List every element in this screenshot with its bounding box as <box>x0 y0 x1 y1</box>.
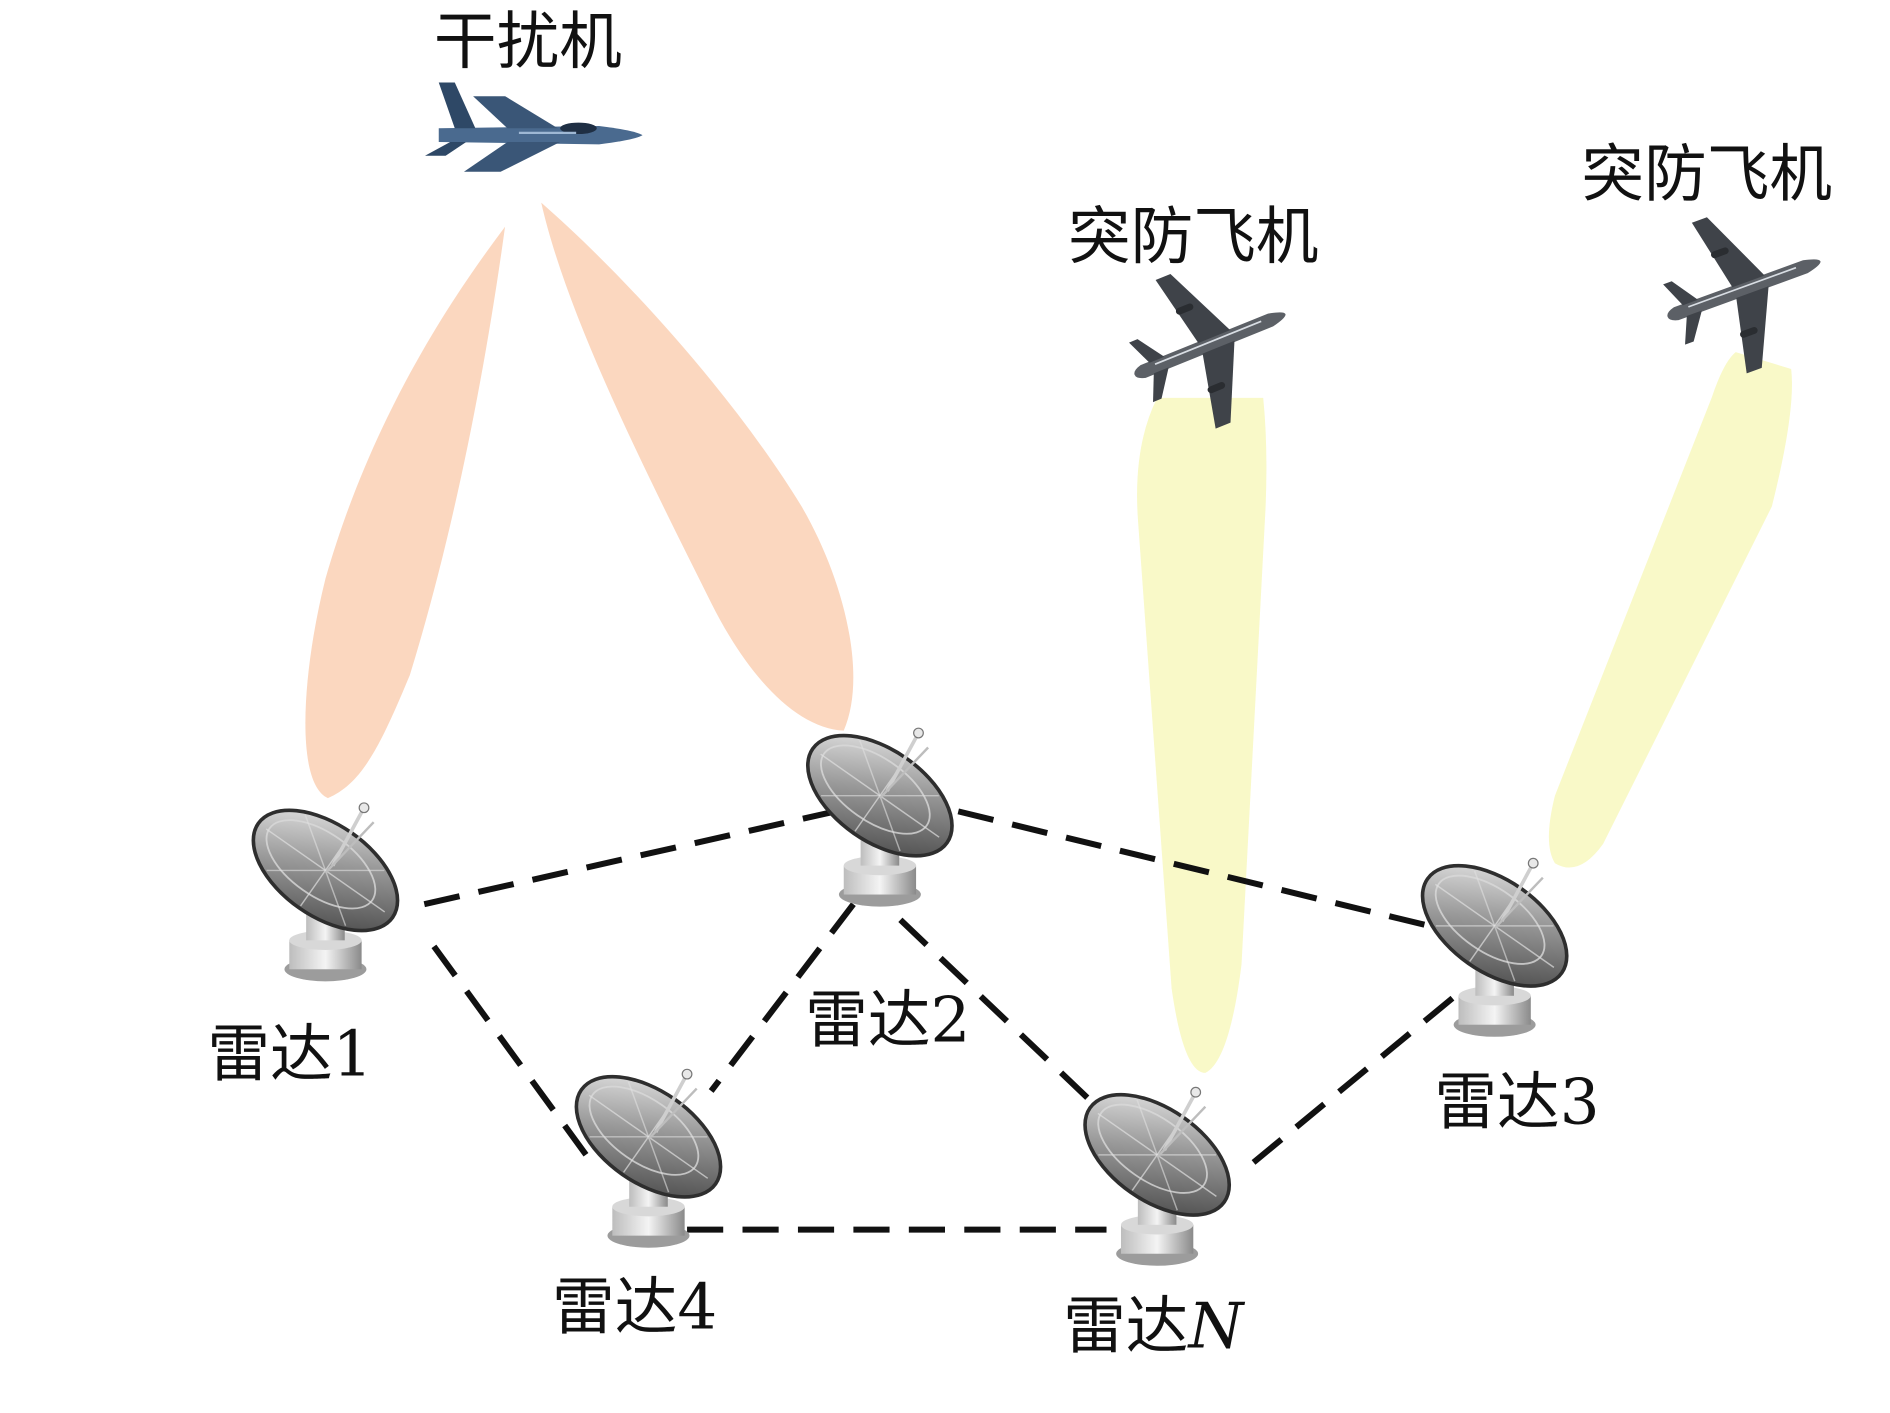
link-radar3-radarN <box>1243 995 1455 1172</box>
radar-label: 雷达3 <box>1434 1066 1599 1139</box>
link-radar2-radarN <box>898 917 1102 1112</box>
link-radar2-radar3 <box>957 808 1445 933</box>
radar-2: 雷达2 <box>784 709 976 1057</box>
radar-1: 雷达1 <box>207 784 421 1090</box>
radar-dish-icon <box>1399 839 1590 1039</box>
link-radar2-radar4 <box>708 902 856 1093</box>
radar-dish-icon <box>784 709 976 909</box>
penetrator-label: 突防飞机 <box>1068 200 1319 273</box>
link-radar1-radar2 <box>423 806 847 908</box>
radar-n: 雷达N <box>1061 1068 1253 1363</box>
fighter-jet-icon <box>423 81 644 173</box>
radar-label: 雷达1 <box>207 1017 372 1090</box>
penetrating-aircraft-1: 突防飞机 <box>1068 200 1319 451</box>
jamming-beam-radar2 <box>541 202 854 731</box>
radar-dish-icon <box>1061 1068 1253 1268</box>
radar-beam-radarN <box>1137 397 1267 1073</box>
jammer-label: 干扰机 <box>434 5 622 78</box>
radar-beam-radar3 <box>1548 352 1792 868</box>
link-radar1-radar4 <box>431 944 600 1172</box>
radar-dish-icon <box>230 784 421 984</box>
jamming-beam-radar1 <box>305 226 506 799</box>
radar-3: 雷达3 <box>1399 839 1600 1139</box>
penetrating-aircraft-2: 突防飞机 <box>1581 137 1849 394</box>
beams <box>305 202 1792 1073</box>
penetrator-label: 突防飞机 <box>1581 137 1832 210</box>
radar-label: 雷达4 <box>552 1270 717 1343</box>
radar-4: 雷达4 <box>552 1050 744 1343</box>
radar-label: 雷达2 <box>805 984 970 1057</box>
radar-label: 雷达N <box>1063 1290 1245 1363</box>
jammer-aircraft: 干扰机 <box>423 5 644 173</box>
network-links <box>423 806 1455 1233</box>
